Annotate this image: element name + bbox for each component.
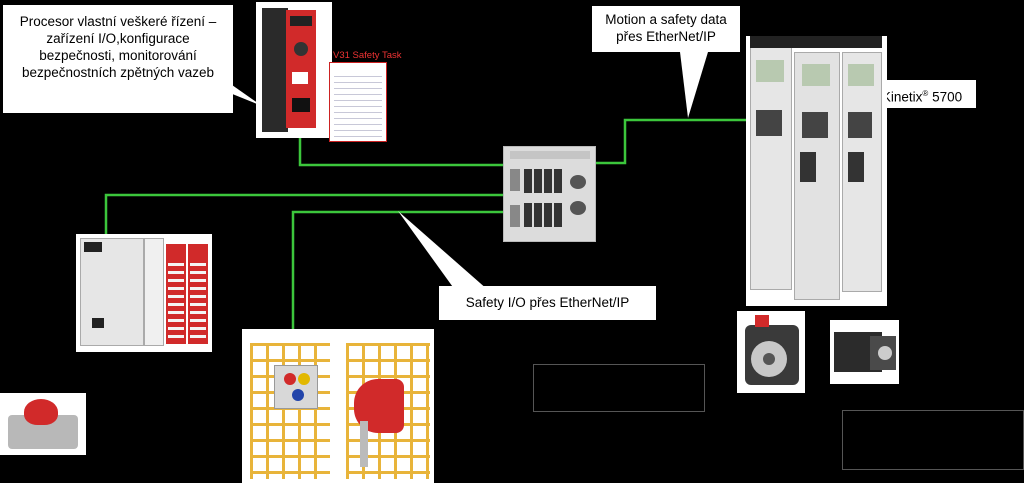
kinetix-registered-mark: ® [922, 89, 929, 98]
link-controller-to-switch [298, 138, 505, 167]
motion-callout-text: Motion a safety data přes EtherNet/IP [605, 12, 727, 44]
safety-io-callout: Safety I/O přes EtherNet/IP [439, 286, 656, 320]
safety-io-module-image [76, 234, 212, 352]
servo-motor-left-image [737, 311, 805, 393]
placeholder-box-1 [533, 364, 705, 412]
safety-task-window [329, 62, 387, 142]
motion-callout: Motion a safety data přes EtherNet/IP [592, 6, 740, 52]
kinetix-name: Kinetix [881, 89, 923, 105]
processor-callout: Procesor vlastní veškeré řízení – zaříze… [3, 5, 233, 113]
link-switch-to-io-module [104, 193, 505, 238]
placeholder-box-2 [842, 410, 1024, 470]
safety-io-callout-text: Safety I/O přes EtherNet/IP [465, 295, 630, 310]
kinetix-model: 5700 [928, 89, 963, 105]
ethernet-switch-image [503, 146, 596, 242]
safety-devices-image [242, 329, 434, 483]
servo-motor-right-image [830, 320, 899, 384]
drive-module-1 [750, 46, 792, 290]
safety-io-callout-pointer [398, 211, 488, 290]
processor-callout-text: Procesor vlastní veškeré řízení – zaříze… [19, 14, 217, 80]
emergency-stop-button [24, 399, 58, 425]
safety-controller-image [256, 2, 332, 138]
kinetix-drive-rack-image [746, 36, 887, 306]
fence-grid-left [250, 343, 330, 479]
link-switch-to-safety-devices [291, 210, 505, 352]
emergency-stop-image [0, 393, 86, 455]
safety-task-lines [334, 71, 382, 137]
control-station [274, 365, 318, 409]
motion-callout-pointer [680, 52, 708, 118]
safety-task-label: V31 Safety Task [333, 50, 402, 61]
